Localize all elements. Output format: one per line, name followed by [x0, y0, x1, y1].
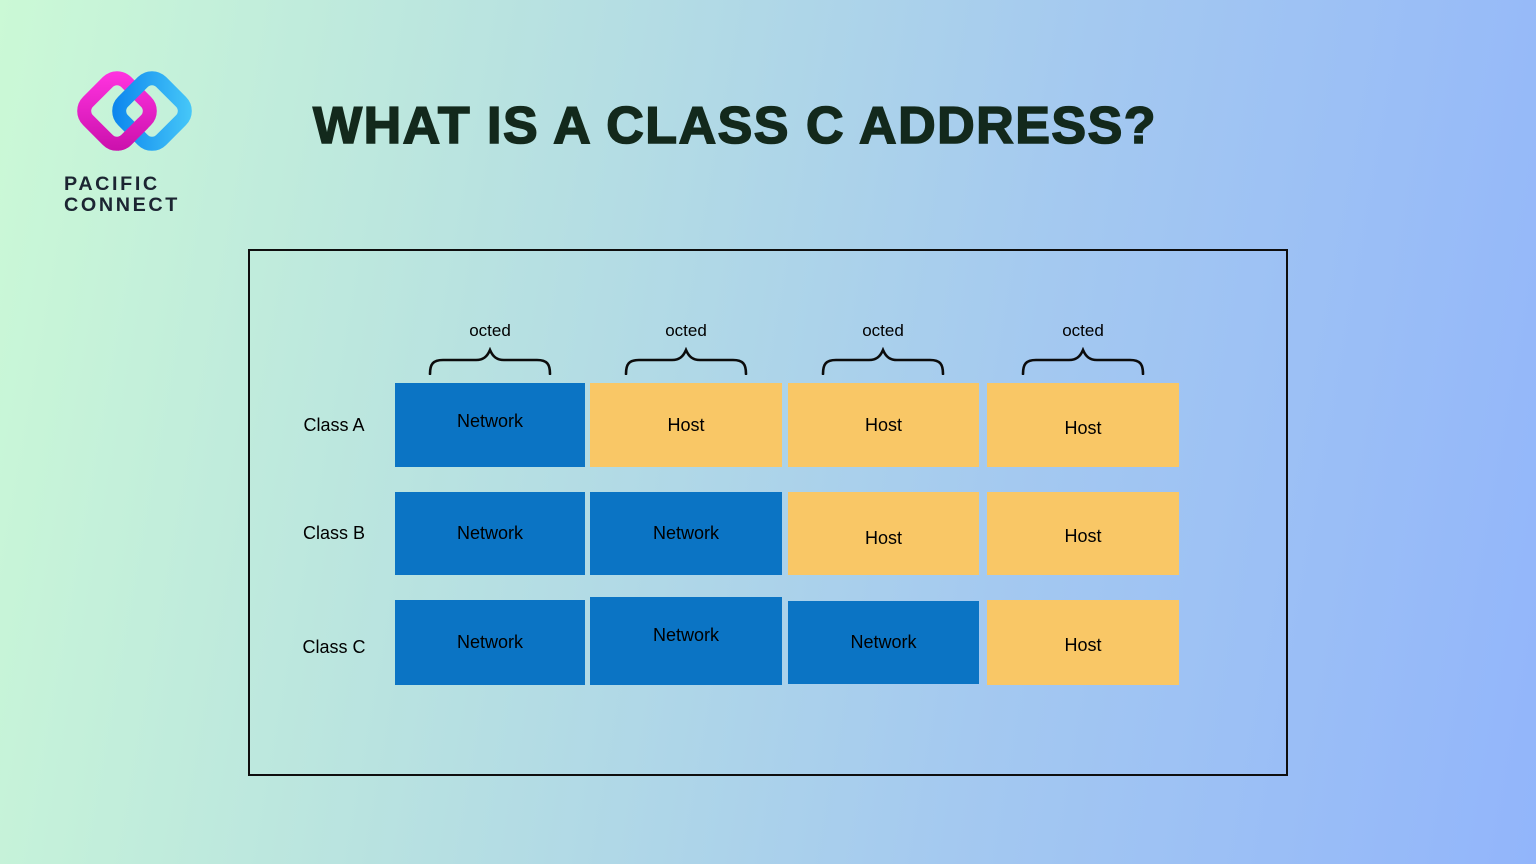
logo-icon — [77, 71, 192, 151]
cell-text: Host — [864, 528, 902, 548]
row-label-class-a: Class A — [303, 414, 365, 435]
octet-label: octed — [1062, 321, 1104, 340]
octet-cell: Host — [987, 600, 1179, 685]
cell-text: Network — [652, 523, 719, 543]
brace-icon — [428, 347, 552, 375]
cell-text: Network — [652, 624, 719, 645]
octet-cell: Network — [788, 601, 979, 684]
row-label-class-c: Class C — [302, 637, 366, 657]
diagram-panel: octed octed octed octed Class A Class B … — [248, 249, 1288, 776]
cell-text: Host — [667, 414, 705, 435]
octet-column-2: octed — [623, 321, 749, 375]
logo-text-line2: CONNECT — [64, 195, 180, 216]
octet-cell: Host — [987, 492, 1179, 575]
brace-icon — [1021, 347, 1145, 375]
octet-cell: Host — [788, 492, 979, 575]
page-title: WHAT IS A CLASS C ADDRESS? — [312, 96, 1158, 156]
octet-label: octed — [862, 321, 904, 340]
cell-text: Host — [864, 414, 902, 435]
brace-icon — [821, 347, 945, 375]
octet-label: octed — [469, 321, 511, 340]
octet-cell: Host — [788, 383, 979, 467]
octet-cell: Host — [987, 383, 1179, 467]
cell-text: Host — [1064, 526, 1102, 546]
octet-cell: Network — [395, 492, 585, 575]
cell-text: Network — [850, 632, 917, 652]
octet-column-4: octed — [1020, 321, 1146, 375]
octet-cell: Network — [590, 492, 782, 575]
octet-column-3: octed — [820, 321, 946, 375]
cell-text: Host — [1064, 417, 1102, 438]
octet-cell: Network — [590, 597, 782, 685]
brace-icon — [624, 347, 748, 375]
octet-column-1: octed — [427, 321, 553, 375]
octet-cell: Network — [395, 600, 585, 685]
cell-text: Network — [456, 632, 523, 652]
logo-text-line1: PACIFIC — [64, 174, 160, 195]
pacific-connect-logo: PACIFIC CONNECT — [64, 58, 214, 216]
octet-cell: Network — [395, 383, 585, 467]
octet-cell: Host — [590, 383, 782, 467]
cell-text: Host — [1064, 635, 1102, 655]
cell-text: Network — [456, 523, 523, 543]
octet-label: octed — [665, 321, 707, 340]
cell-text: Network — [456, 410, 523, 431]
row-label-class-b: Class B — [302, 523, 365, 543]
